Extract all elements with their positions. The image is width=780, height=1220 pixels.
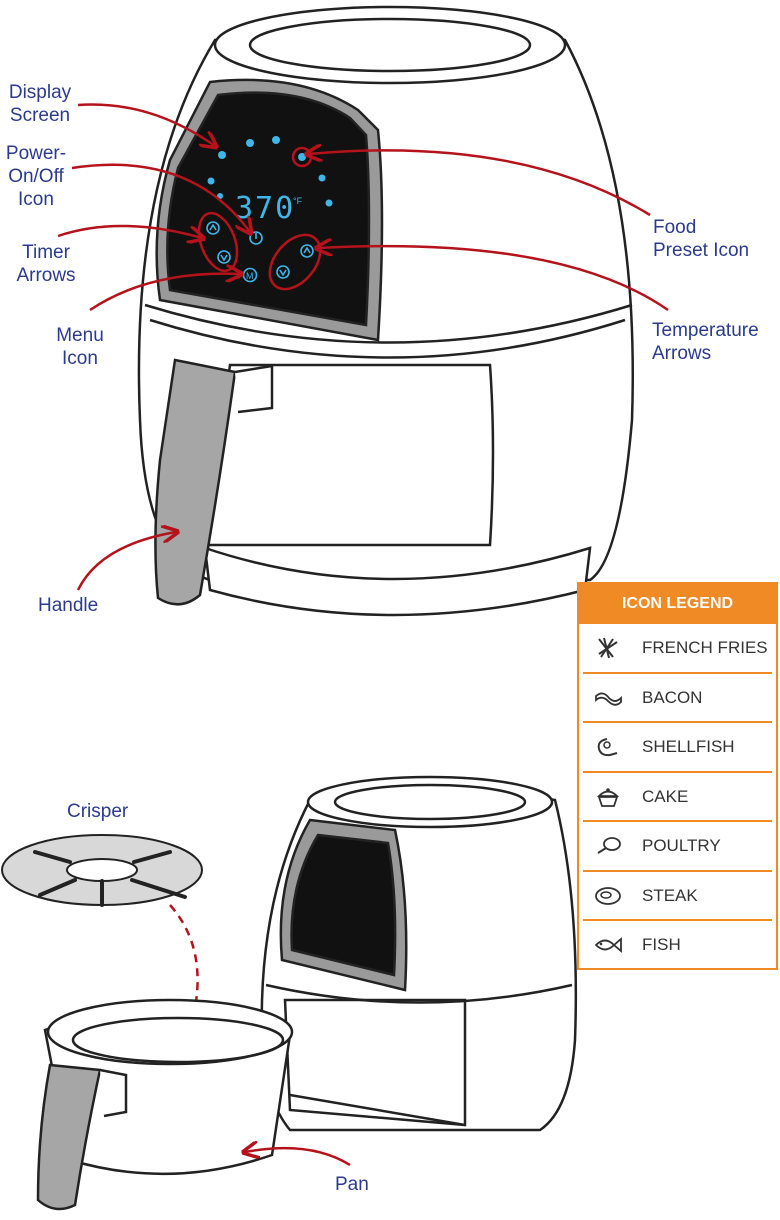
shellfish-icon xyxy=(597,738,618,757)
legend-item: FISH xyxy=(583,921,772,971)
callout-arrows xyxy=(57,103,669,591)
legend-item: STEAK xyxy=(583,872,772,921)
temperature-unit: °F xyxy=(293,196,303,206)
power-icon[interactable] xyxy=(249,231,263,245)
crisper xyxy=(1,834,203,907)
temperature-arrows[interactable] xyxy=(276,244,314,279)
food-preset-icons xyxy=(207,136,333,207)
legend-item: FRENCH FRIES xyxy=(583,624,772,674)
callout-power-icon: Power- On/Off Icon xyxy=(5,143,67,210)
legend-item: POULTRY xyxy=(583,822,772,872)
legend-title: ICON LEGEND xyxy=(579,584,776,624)
poultry-icon xyxy=(597,837,621,854)
callout-temperature-arrows: Temperature Arrows xyxy=(652,320,759,364)
air-fryer-side-view xyxy=(260,775,578,1132)
callout-crisper: Crisper xyxy=(67,801,129,822)
legend-item: CAKE xyxy=(583,773,772,822)
icon-legend: ICON LEGEND FRENCH FRIES BACON SHELLFISH… xyxy=(577,582,778,970)
legend-item: BACON xyxy=(583,674,772,723)
temperature-readout: 370 xyxy=(235,191,295,226)
callout-timer-arrows: Timer Arrows xyxy=(16,242,76,286)
french-fries-icon xyxy=(598,637,618,659)
callout-food-preset-icon: Food Preset Icon xyxy=(653,217,750,261)
fish-icon xyxy=(594,937,622,953)
steak-icon xyxy=(595,886,621,905)
legend-item: SHELLFISH xyxy=(583,723,772,773)
callout-handle: Handle xyxy=(38,595,99,616)
handle xyxy=(154,358,237,606)
callout-display-screen: Display Screen xyxy=(8,82,72,126)
pan xyxy=(36,998,294,1211)
svg-text:M: M xyxy=(246,271,254,281)
cake-icon xyxy=(596,787,620,807)
bacon-icon xyxy=(595,692,622,706)
callout-menu-icon: Menu Icon xyxy=(56,325,104,369)
callout-pan: Pan xyxy=(335,1174,369,1195)
